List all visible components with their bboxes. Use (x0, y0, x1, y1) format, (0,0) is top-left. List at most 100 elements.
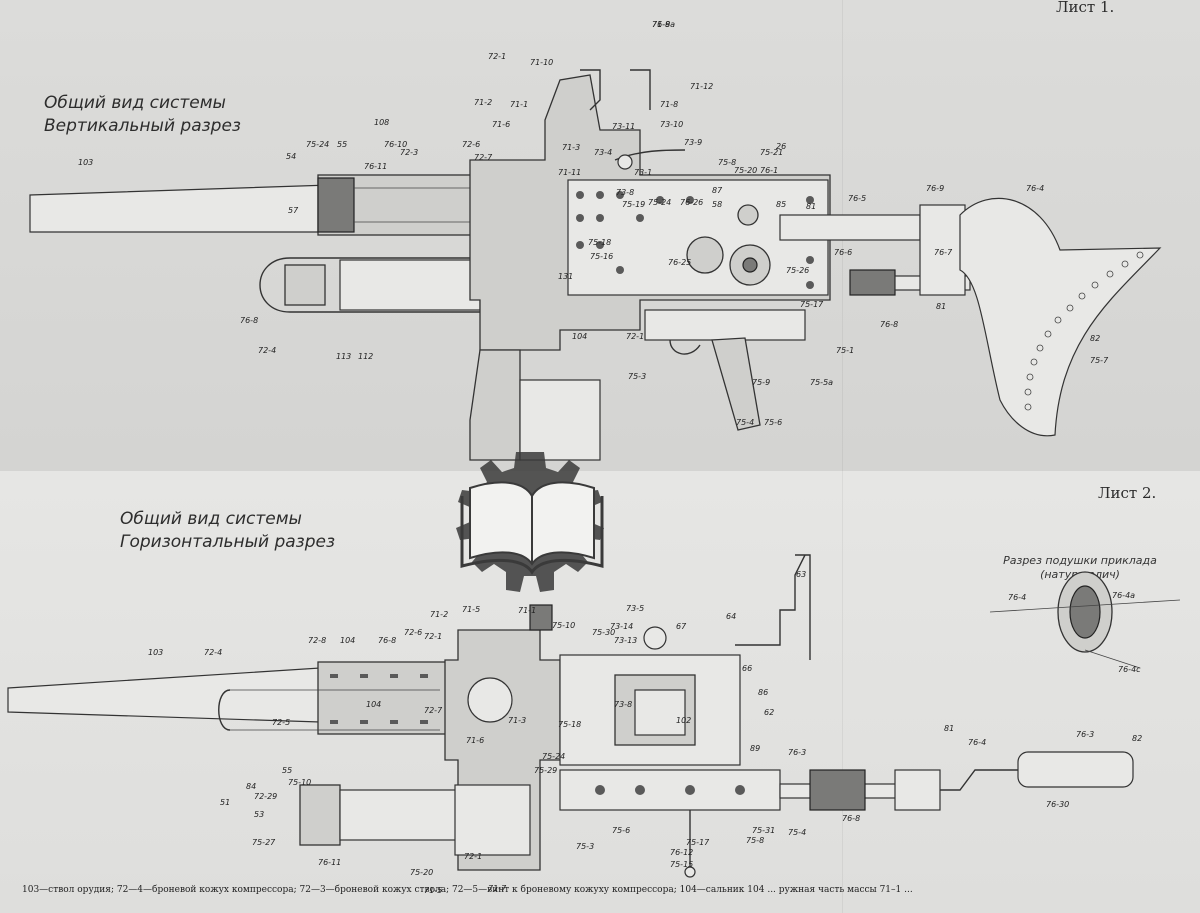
callout-label: 76-4 (968, 738, 987, 747)
sheet-2-title-line1: Общий вид системы (120, 509, 302, 529)
compressor-body-2 (339, 789, 461, 841)
callout-label: 72-7 (424, 706, 443, 715)
callout-label: 72-8 (308, 636, 327, 645)
callout-label: 71-11 (558, 168, 582, 177)
callout-label: 86 (758, 688, 769, 697)
callout-label: 75-1 (836, 346, 855, 355)
sheet-1-label: Лист 1. (1056, 0, 1115, 16)
callout-label: 76-8 (378, 636, 397, 645)
callout-label: 102 (676, 716, 692, 725)
callout-label: 71-8 (660, 100, 679, 109)
callout-label: 72-7 (474, 153, 493, 162)
callout-label: 75-20 (734, 166, 758, 175)
shoulder-stock-1 (959, 197, 1162, 437)
callout-label: 75-18 (588, 238, 612, 247)
callout-label: 76-4 (1008, 593, 1027, 602)
callout-label: 73-10 (660, 120, 684, 129)
top-stud-2 (529, 604, 553, 631)
compressor-jacket-front-2 (218, 689, 231, 731)
callout-label: 75-15 (670, 860, 694, 869)
butt-bracket-2 (894, 769, 941, 811)
callout-label: 51 (220, 798, 231, 807)
callout-label: 75-17 (800, 300, 824, 309)
compressor-body-1 (339, 259, 481, 311)
callout-label: 72-3 (400, 148, 419, 157)
callout-label: 75-10 (552, 621, 576, 630)
callout-label: 57 (288, 206, 299, 215)
callout-label: 72-5 (272, 718, 291, 727)
charging-handle-2 (735, 554, 806, 646)
callout-label: 89 (750, 744, 761, 753)
callout-label: 76-26 (680, 198, 704, 207)
callout-label: 73-13 (614, 636, 638, 645)
butt-pad-2 (1017, 751, 1134, 788)
library-logo (456, 452, 604, 592)
callout-label: 71-9 (652, 20, 671, 29)
vertical-fold (842, 0, 843, 913)
callout-label: 104 (340, 636, 356, 645)
buttrod-1 (779, 214, 921, 241)
callout-label: 76-8 (240, 316, 259, 325)
callout-label: 63 (796, 570, 807, 579)
callout-label: 71-3 (562, 143, 581, 152)
callout-label: 73-4 (594, 148, 613, 157)
callout-label: 66 (742, 664, 753, 673)
callout-label: 72-1 (488, 52, 507, 61)
callout-label: 75-24 (306, 140, 330, 149)
stock-holes-1 (1024, 251, 1144, 411)
butt-bracket-1 (919, 204, 966, 296)
callout-label: 72-1 (626, 332, 645, 341)
mount-1 (469, 349, 521, 461)
callout-label: 26 (776, 142, 787, 151)
barrel-1 (29, 184, 331, 233)
jacket-slots-2 (330, 674, 428, 724)
callout-label: 71-5 (462, 605, 481, 614)
callout-label: 71-3 (508, 716, 527, 725)
gear-1 (686, 236, 724, 274)
callout-label: 75-20 (410, 868, 434, 877)
bore-2 (467, 677, 513, 723)
callout-label: 73-1 (634, 168, 653, 177)
callout-label: 75-6 (764, 418, 783, 427)
callout-label: 72-1 (464, 852, 483, 861)
sheet-2-title: Общий вид системы Горизонтальный разрез (120, 508, 335, 554)
callout-label: 76-7 (934, 248, 953, 257)
callout-label: 76-1 (760, 166, 779, 175)
sight-post-1 (580, 69, 601, 111)
sheet-2-drawing (7, 554, 1181, 878)
callout-label: 72-4 (258, 346, 277, 355)
callout-label: 76-3 (788, 748, 807, 757)
callout-label: 81 (944, 724, 955, 733)
callout-label: 75-18 (558, 720, 582, 729)
callout-label: 73-8 (614, 700, 633, 709)
callout-label: 72-29 (254, 792, 278, 801)
legend-caption: 103—ствол орудия; 72—4—броневой кожух ко… (22, 885, 913, 895)
callout-label: 71-1 (518, 606, 537, 615)
gear-3 (737, 204, 759, 226)
callout-label: 82 (1132, 734, 1143, 743)
callout-label: 75-17 (686, 838, 710, 847)
callout-label: 75-29 (534, 766, 558, 775)
barrel-jacket-2 (317, 661, 459, 735)
compressor-cap-1 (284, 264, 326, 306)
callout-label: 72-4 (204, 648, 223, 657)
callout-label: 76-5 (848, 194, 867, 203)
mount-plate-1 (519, 379, 601, 461)
callout-label: 72-6 (404, 628, 423, 637)
callout-label: 82 (1090, 334, 1101, 343)
compressor-loop-1 (259, 257, 601, 313)
butt-link-2 (940, 769, 1020, 791)
sheet-1-title-line2: Вертикальный разрез (44, 116, 241, 136)
callout-label: 72-1 (424, 632, 443, 641)
callout-label: 81 (806, 202, 817, 211)
callout-label: 73-8 (616, 188, 635, 197)
callout-label: 84 (246, 782, 257, 791)
callout-label: 73-14 (610, 622, 634, 631)
sheet-2-title-line2: Горизонтальный разрез (120, 532, 335, 552)
callout-label: 55 (282, 766, 293, 775)
callout-label: 87 (712, 186, 723, 195)
callout-label: 71-5 (424, 886, 443, 895)
callout-label: 73-5 (626, 604, 645, 613)
callout-label: 76-4c (1118, 665, 1141, 674)
callout-label: 76-30 (1046, 800, 1070, 809)
